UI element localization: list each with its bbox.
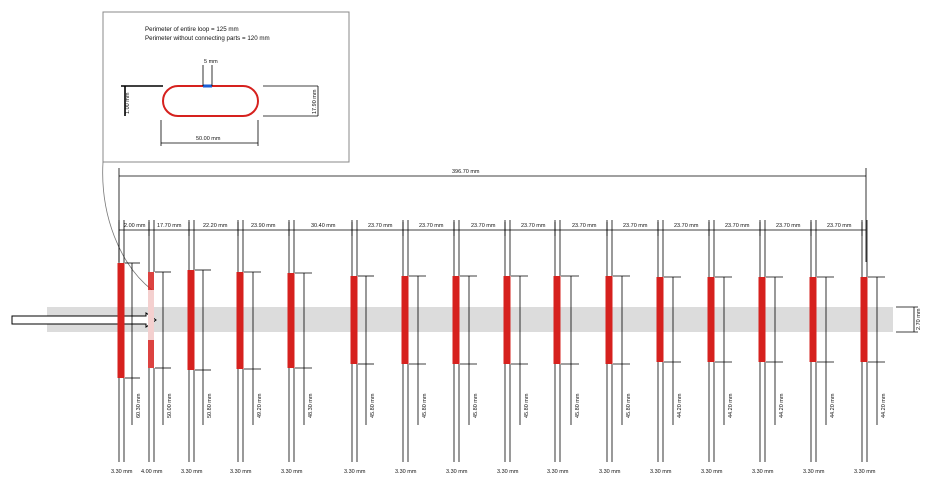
loop-spacing-label: 23.70 mm	[623, 223, 648, 229]
loop-bar	[707, 277, 715, 362]
loop-height-label: 45.80 mm	[370, 393, 376, 418]
loop-height-label: 45.80 mm	[575, 393, 581, 418]
loop-width-label: 3.30 mm	[181, 469, 203, 475]
gap-label: 5 mm	[204, 59, 218, 65]
loop-spacing-label: 23.70 mm	[674, 223, 699, 229]
band-height-label: 2.70 mm	[916, 308, 922, 330]
loop-spacing-label: 23.70 mm	[471, 223, 496, 229]
loop-spacing-label: 23.90 mm	[251, 223, 276, 229]
loop-width-label: 3.30 mm	[650, 469, 672, 475]
loop-bar	[350, 276, 358, 364]
loop-spacing-label: 30.40 mm	[311, 223, 336, 229]
waveguide-band	[47, 307, 893, 332]
loop-spacing-label: 2.00 mm	[124, 223, 146, 229]
loop-spacing-label: 22.20 mm	[203, 223, 228, 229]
loop-width-label: 3.30 mm	[230, 469, 252, 475]
loop-spacing-label: 23.70 mm	[725, 223, 750, 229]
loop-height-label: 45.80 mm	[422, 393, 428, 418]
loop-bar	[656, 277, 664, 362]
loop-width-label: 4.00 mm	[141, 469, 163, 475]
loop-width-label: 3.30 mm	[803, 469, 825, 475]
total-length-label: 396.70 mm	[452, 169, 480, 175]
loop-bar	[503, 276, 511, 364]
perimeter-without-label: Perimeter without connecting parts = 120…	[145, 35, 270, 42]
loop-width-label: 3.30 mm	[344, 469, 366, 475]
height-label: 17.90 mm	[312, 89, 318, 114]
band-height-dimension: 2.70 mm	[896, 306, 922, 333]
loop-width-label: 3.30 mm	[701, 469, 723, 475]
loop-bar	[758, 277, 766, 362]
wire-label: 1.00 mm	[125, 92, 131, 114]
loop-bar	[236, 272, 244, 369]
loop-bar	[860, 277, 868, 362]
loop-height-label: 49.20 mm	[257, 393, 263, 418]
loop-bar	[605, 276, 613, 364]
loop-bar	[287, 273, 295, 368]
loop-width-label: 3.30 mm	[497, 469, 519, 475]
length-label: 50.00 mm	[196, 136, 221, 142]
loop-elements: 60.30 mm 3.30 mm 50.00 mm 4.00 mm 50.80 mm 3.…	[111, 220, 887, 475]
loop-spacing-label: 17.70 mm	[157, 223, 182, 229]
loop-height-label: 44.20 mm	[779, 393, 785, 418]
perimeter-entire-label: Perimeter of entire loop = 125 mm	[145, 26, 239, 33]
loop-spacing-label: 23.70 mm	[572, 223, 597, 229]
loop-bar	[809, 277, 817, 362]
loop-height-label: 45.80 mm	[473, 393, 479, 418]
loop-width-label: 3.30 mm	[446, 469, 468, 475]
inset-panel: Perimeter of entire loop = 125 mm Perime…	[102, 11, 350, 163]
loop-bar	[401, 276, 409, 364]
loop-height-label: 44.20 mm	[830, 393, 836, 418]
loop-width-label: 3.30 mm	[547, 469, 569, 475]
loop-spacing-label: 23.70 mm	[776, 223, 801, 229]
loop-width-label: 3.30 mm	[111, 469, 133, 475]
loop-width-label: 3.30 mm	[281, 469, 303, 475]
loop-spacing-label: 23.70 mm	[368, 223, 393, 229]
loop-spacing-label: 23.70 mm	[827, 223, 852, 229]
loop-bar	[553, 276, 561, 364]
loop-height-label: 50.80 mm	[207, 393, 213, 418]
total-length-dimension: 396.70 mm	[118, 168, 867, 262]
loop-height-label: 44.20 mm	[881, 393, 887, 418]
loop-height-label: 45.80 mm	[524, 393, 530, 418]
loop-bar	[452, 276, 460, 364]
loop-spacing-label: 23.70 mm	[419, 223, 444, 229]
loop-width-label: 3.30 mm	[599, 469, 621, 475]
loop-width-label: 3.30 mm	[395, 469, 417, 475]
loop-height-label: 44.20 mm	[677, 393, 683, 418]
loop-height-label: 50.00 mm	[167, 393, 173, 418]
loop-width-label: 3.30 mm	[752, 469, 774, 475]
loop-width-label: 3.30 mm	[854, 469, 876, 475]
loop-height-label: 45.80 mm	[626, 393, 632, 418]
loop-bar	[117, 263, 125, 378]
loop-spacing-label: 23.70 mm	[521, 223, 546, 229]
loop-bar-highlight	[148, 290, 154, 340]
inset-callout-line	[102, 161, 153, 291]
loop-height-label: 48.30 mm	[308, 393, 314, 418]
loop-bar	[187, 270, 195, 370]
loop-height-label: 44.20 mm	[728, 393, 734, 418]
loop-height-label: 60.30 mm	[136, 393, 142, 418]
